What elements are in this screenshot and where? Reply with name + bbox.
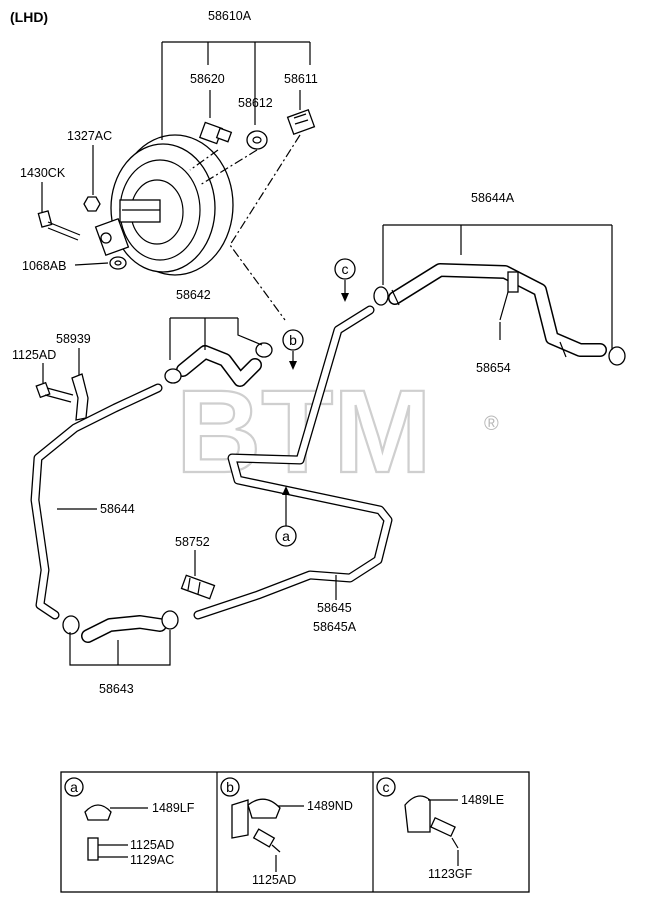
detail-b-label-1: 1489ND <box>307 799 353 813</box>
label-58620: 58620 <box>190 72 225 86</box>
label-58654: 58654 <box>476 361 511 375</box>
nut-1327ac <box>83 196 101 212</box>
detail-c-label-2: 1123GF <box>428 867 473 881</box>
label-58642: 58642 <box>176 288 211 302</box>
label-58752: 58752 <box>175 535 210 549</box>
registered-mark: ® <box>484 413 499 435</box>
label-58644a: 58644A <box>471 191 515 205</box>
detail-panel-a: a 1489LF 1125AD 1129AC <box>64 777 195 867</box>
clip-58752 <box>180 574 216 600</box>
callout-b: b <box>282 329 304 370</box>
variant-label: (LHD) <box>10 9 48 25</box>
washer-1068ab <box>109 256 127 270</box>
detail-panel-b: b 1489ND 1125AD <box>220 777 353 887</box>
label-1430ck: 1430CK <box>20 166 66 180</box>
valve-58611 <box>286 108 316 136</box>
detail-panel-c: c 1489LE 1123GF <box>376 777 504 881</box>
detail-a-label-2: 1125AD <box>130 838 174 852</box>
detail-a-label-1: 1489LF <box>152 801 195 815</box>
watermark: BTM ® <box>175 365 499 499</box>
hose-58644a <box>388 263 607 358</box>
label-58612: 58612 <box>238 96 273 110</box>
label-58644: 58644 <box>100 502 135 516</box>
detail-b-label-2: 1125AD <box>252 873 296 887</box>
svg-text:c: c <box>342 261 349 277</box>
detail-c-label-1: 1489LE <box>461 793 504 807</box>
label-1327ac: 1327AC <box>67 129 112 143</box>
valve-58620 <box>198 121 233 145</box>
svg-text:a: a <box>70 779 78 795</box>
callout-a: a <box>275 486 297 547</box>
hose-58643 <box>62 610 179 643</box>
callout-c: c <box>334 258 356 302</box>
grommet-58612 <box>246 130 268 150</box>
hose-58642 <box>164 342 273 387</box>
label-1068ab: 1068AB <box>22 259 66 273</box>
svg-text:c: c <box>383 779 390 795</box>
detail-a-label-3: 1129AC <box>130 853 174 867</box>
label-58939: 58939 <box>56 332 91 346</box>
label-58645a: 58645A <box>313 620 357 634</box>
bolt-1125ad <box>35 381 74 403</box>
label-1125ad: 1125AD <box>12 348 56 362</box>
detail-panels: a 1489LF 1125AD 1129AC b 1489ND 1125AD <box>60 771 530 893</box>
svg-text:a: a <box>282 528 290 544</box>
bracket-58939 <box>71 373 89 421</box>
label-58610a: 58610A <box>208 9 252 23</box>
sensor-58654 <box>499 271 519 321</box>
vacuum-pipe-58645 <box>193 305 393 620</box>
label-58611: 58611 <box>284 72 318 86</box>
label-58643: 58643 <box>99 682 134 696</box>
svg-text:b: b <box>226 779 234 795</box>
bolt-1430ck <box>37 210 81 241</box>
svg-text:b: b <box>289 332 297 348</box>
label-58645: 58645 <box>317 601 352 615</box>
hose-58644 <box>30 383 163 620</box>
clamp-58644a-right <box>608 346 626 366</box>
brake-booster <box>94 134 234 276</box>
clamp-58644a-left <box>373 286 389 306</box>
